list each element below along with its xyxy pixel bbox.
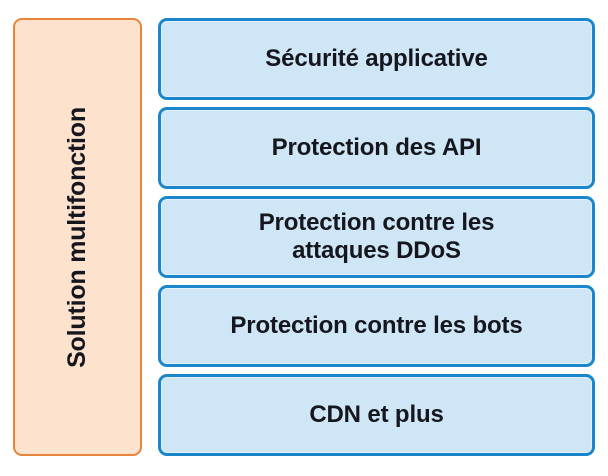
feature-label-line: Sécurité applicative: [265, 44, 488, 72]
feature-list: Sécurité applicative Protection des API …: [158, 18, 595, 456]
feature-label-cdn-and-more: CDN et plus: [309, 400, 444, 429]
feature-label-line: Protection des API: [271, 133, 482, 161]
feature-label-line: attaques DDoS: [292, 237, 461, 264]
feature-box-bot-protection: Protection contre les bots: [158, 285, 595, 367]
feature-label-line: Protection contre les: [258, 208, 495, 236]
feature-label-ddos-protection: Protection contre les attaques DDoS: [259, 209, 495, 266]
solution-category-label: Solution multifonction: [63, 106, 92, 368]
feature-box-api-protection: Protection des API: [158, 107, 595, 189]
feature-box-application-security: Sécurité applicative: [158, 18, 595, 100]
feature-box-cdn-and-more: CDN et plus: [158, 374, 595, 456]
feature-label-bot-protection: Protection contre les bots: [230, 312, 522, 340]
feature-label-line: CDN et plus: [309, 400, 444, 428]
feature-box-ddos-protection: Protection contre les attaques DDoS: [158, 196, 595, 278]
solution-category-panel: Solution multifonction: [13, 18, 142, 456]
feature-label-api-protection: Protection des API: [272, 134, 482, 162]
feature-label-application-security: Sécurité applicative: [265, 44, 488, 73]
feature-label-line: Protection contre les bots: [230, 311, 523, 339]
